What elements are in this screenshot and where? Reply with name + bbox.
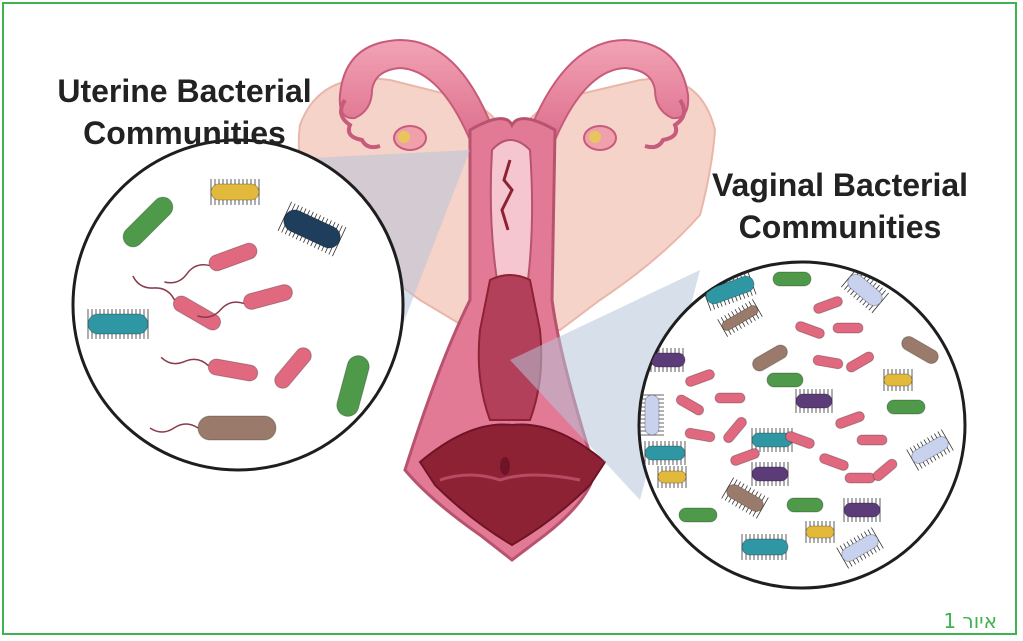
bacterium-icon	[845, 473, 875, 483]
figure-caption: איור 1	[943, 609, 997, 633]
bacterium-icon	[715, 393, 745, 403]
uterine-cavity	[491, 140, 532, 280]
vaginal-bacteria-circle	[639, 262, 965, 588]
uterine-bacteria-circle	[73, 140, 403, 470]
bacterium-icon	[767, 373, 803, 387]
bacterium-icon	[773, 272, 811, 286]
vaginal-communities-label: Vaginal Bacterial Communities	[690, 164, 990, 248]
uterine-communities-label: Uterine Bacterial Communities	[42, 70, 327, 154]
cervix	[479, 275, 542, 420]
vaginal-label-line1: Vaginal Bacterial	[690, 164, 990, 206]
bacterium-icon	[887, 400, 925, 414]
vaginal-label-line2: Communities	[690, 206, 990, 248]
bacterium-icon	[679, 508, 717, 522]
bacterium-icon	[787, 498, 823, 512]
bacterium-icon	[833, 323, 863, 333]
uterine-label-line1: Uterine Bacterial	[42, 70, 327, 112]
uterine-label-line2: Communities	[42, 112, 327, 154]
bacterium-icon	[857, 435, 887, 445]
vaginal-canal	[420, 424, 605, 545]
